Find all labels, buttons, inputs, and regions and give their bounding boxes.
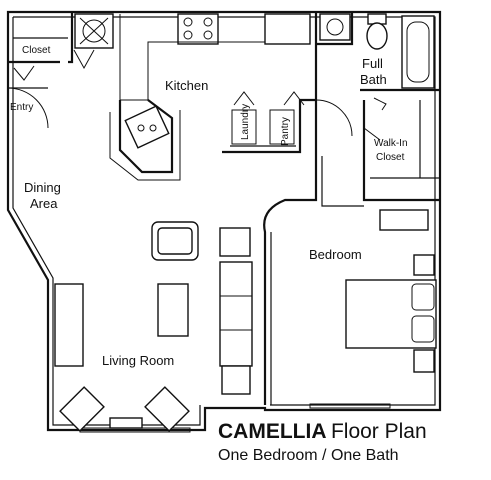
bedroom-label: Bedroom xyxy=(309,247,362,262)
entry-label: Entry xyxy=(10,102,33,113)
living-furniture xyxy=(54,221,253,432)
living-room-label: Living Room xyxy=(102,353,174,368)
dining-label-line1: Dining xyxy=(24,180,61,195)
closet-label: Closet xyxy=(22,45,51,56)
full-bath: Full Bath xyxy=(314,12,440,150)
bedroom-walls xyxy=(263,150,391,409)
walkin-closet: Walk-In Closet xyxy=(362,100,440,202)
bedroom-furniture: Bedroom xyxy=(309,209,437,373)
kitchen-label: Kitchen xyxy=(165,78,208,93)
laundry-label: Laundry xyxy=(240,104,251,140)
dining-label-line2: Area xyxy=(30,196,58,211)
plan-name: CAMELLIA xyxy=(218,420,327,443)
plan-title-suffix: Floor Plan xyxy=(330,420,427,443)
full-bath-label-line2: Bath xyxy=(360,72,387,87)
plan-subtitle: One Bedroom / One Bath xyxy=(218,447,399,464)
kitchen-room: Kitchen xyxy=(74,13,311,181)
walkin-label-line1: Walk-In xyxy=(374,138,408,149)
walkin-label-line2: Closet xyxy=(376,152,405,163)
closet-room: Closet xyxy=(8,12,95,81)
full-bath-label-line1: Full xyxy=(362,56,383,71)
laundry-pantry: Laundry Pantry xyxy=(222,91,316,154)
plan-title: CAMELLIA Floor Plan xyxy=(218,420,427,444)
entry-door: Entry xyxy=(7,87,49,129)
pantry-label: Pantry xyxy=(280,117,291,146)
